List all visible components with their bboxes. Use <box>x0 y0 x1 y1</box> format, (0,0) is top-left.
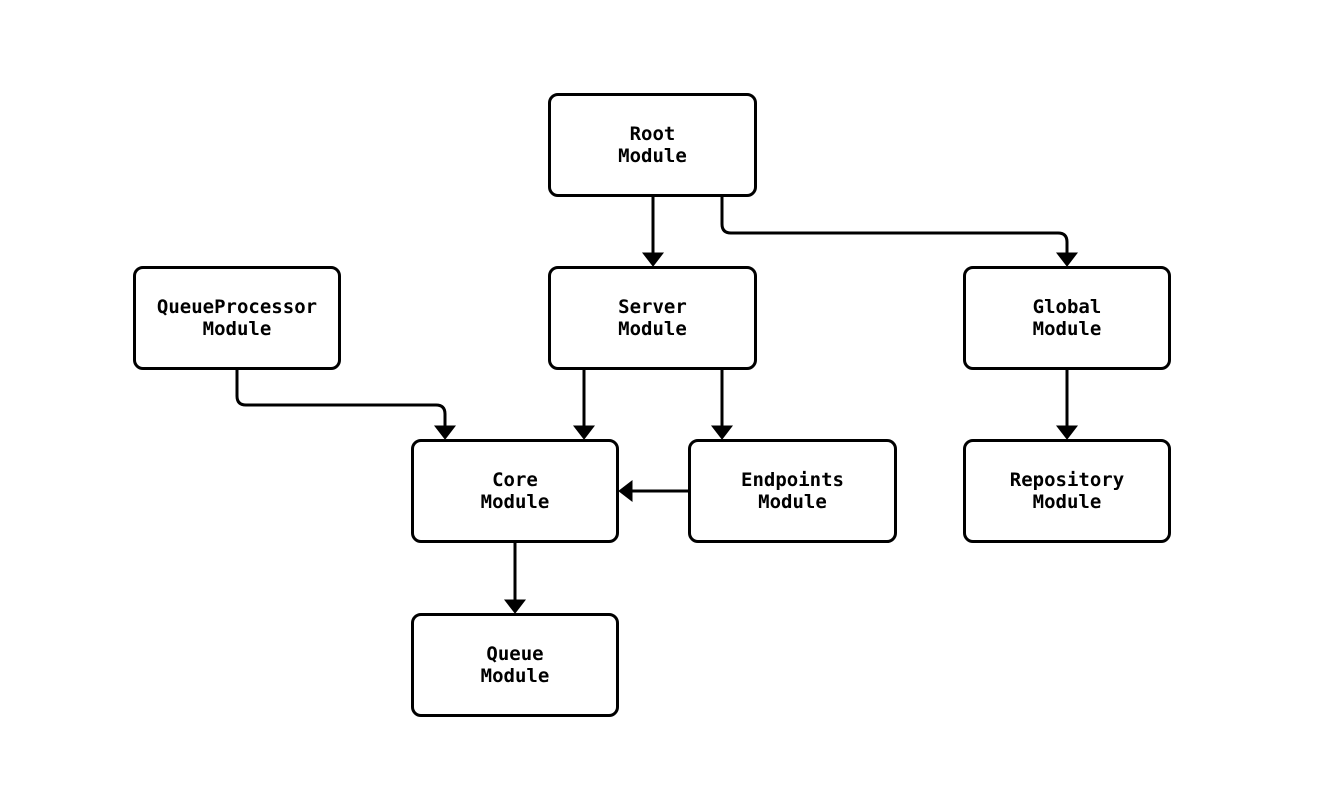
node-repository-module-label: Repository Module <box>1009 469 1125 513</box>
node-queue-module: Queue Module <box>411 613 619 717</box>
node-queueprocessor-module: QueueProcessor Module <box>133 266 341 370</box>
node-global-module: Global Module <box>963 266 1171 370</box>
node-root-module: Root Module <box>548 93 757 197</box>
arrowhead-global-repository <box>1055 425 1079 440</box>
edge-endpoints-core <box>618 479 688 503</box>
arrowhead-endpoints-core <box>618 479 633 503</box>
edge-root-server <box>641 197 665 267</box>
arrowhead-server-endpoints <box>710 425 734 440</box>
node-server-module: Server Module <box>548 266 757 370</box>
node-root-module-label: Root Module <box>618 123 687 167</box>
arrowhead-root-global <box>1055 252 1079 267</box>
node-queue-module-label: Queue Module <box>480 643 550 687</box>
arrowhead-server-core <box>572 425 596 440</box>
node-server-module-label: Server Module <box>618 296 687 340</box>
node-core-module-label: Core Module <box>480 469 550 513</box>
edge-server-endpoints <box>710 370 734 440</box>
arrowhead-queueprocessor-core <box>433 425 457 440</box>
node-repository-module: Repository Module <box>963 439 1171 543</box>
edge-queueprocessor-core <box>235 370 457 440</box>
edge-server-core <box>572 370 596 440</box>
node-endpoints-module-label: Endpoints Module <box>741 469 844 513</box>
edge-root-global <box>720 197 1079 267</box>
arrowhead-root-server <box>641 252 665 267</box>
node-core-module: Core Module <box>411 439 619 543</box>
node-global-module-label: Global Module <box>1032 296 1102 340</box>
edge-core-queue <box>503 543 527 614</box>
arrowhead-core-queue <box>503 599 527 614</box>
node-endpoints-module: Endpoints Module <box>688 439 897 543</box>
node-queueprocessor-module-label: QueueProcessor Module <box>156 296 318 340</box>
edge-global-repository <box>1055 370 1079 440</box>
